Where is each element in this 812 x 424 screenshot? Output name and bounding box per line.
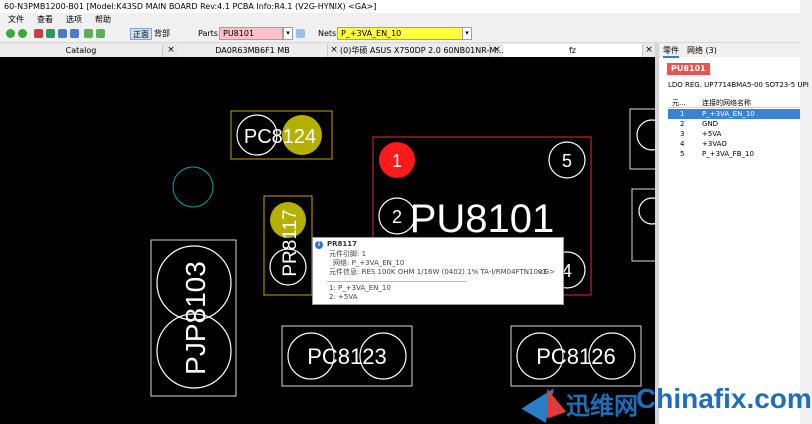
zoom-fit-icon[interactable] [46, 29, 55, 38]
component-pr8117[interactable]: PR8117 [263, 195, 313, 296]
tooltip-pin2: 2: +5VA [329, 293, 358, 301]
close-icon[interactable]: × [493, 45, 501, 55]
nets-label: Nets: [318, 29, 339, 38]
menu-view[interactable]: 查看 [37, 14, 53, 24]
parts-dropdown[interactable]: ▾ [283, 27, 293, 40]
top-side-button[interactable]: 正面 [130, 28, 152, 40]
document-tabs: Catalog × DA0R63MB6F1 MB × (0)华硕 ASUS X7… [0, 43, 655, 57]
row-net: P_+3VA_EN_10 [702, 110, 755, 118]
tab-catalog[interactable]: Catalog [0, 44, 163, 57]
component-label-pjp8103: PJP8103 [180, 261, 211, 375]
board-view: PC8124 PR8117 1 5 2 4 PU8101 [150, 108, 668, 397]
row-pin: 1 [680, 110, 685, 118]
menu-bar: 文件 查看 选项 帮助 [0, 13, 800, 25]
tooltip-tag: <G> [537, 268, 555, 276]
component-label-pu8101: PU8101 [410, 197, 555, 241]
zoom-in-icon[interactable] [58, 29, 67, 38]
component-pc8123[interactable]: PC8123 [281, 325, 413, 387]
row-net: +5VA [702, 130, 722, 138]
clear-parts-icon[interactable] [296, 29, 305, 38]
toolbar: 正面 背部 Parts: PU8101 ▾ Nets: P_+3VA_EN_10… [0, 25, 800, 43]
menu-help[interactable]: 帮助 [95, 14, 111, 24]
tooltip-pin1: 1: P_+3VA_EN_10 [329, 284, 391, 292]
row-pin: 5 [680, 150, 685, 158]
tab-da0r63mb6f1[interactable]: DA0R63MB6F1 MB [178, 44, 328, 57]
tooltip-info: 元件信息: RES 100K OHM 1/16W (0402) 1% TA-I/… [329, 268, 547, 276]
watermark-en: Chinafix.com [636, 383, 812, 414]
component-pc8126[interactable]: PC8126 [510, 325, 642, 387]
close-icon[interactable]: × [330, 45, 338, 55]
component-pjp8103[interactable]: PJP8103 [150, 239, 237, 397]
table-header: 元... 连接的网络名称 [668, 96, 800, 108]
nets-input[interactable]: P_+3VA_EN_10 [337, 27, 463, 40]
close-icon[interactable]: × [645, 45, 653, 55]
component-label-pr8117: PR8117 [280, 209, 301, 276]
row-net: GND [702, 120, 719, 128]
table-row[interactable]: 3 +5VA [668, 129, 800, 139]
via [172, 166, 214, 208]
part-description: LDO REG. UP7714BMA5-00 SOT23-5 UPI [668, 81, 809, 89]
arrow-right-icon[interactable] [96, 29, 105, 38]
column-pin[interactable]: 元... [672, 99, 686, 107]
zoom-out-icon[interactable] [70, 29, 79, 38]
tab-parts[interactable]: 零件 [663, 45, 679, 58]
part-tooltip: i PR8117 元件引脚: 1 网络: P_+3VA_EN_10 元件信息: … [312, 237, 564, 305]
selected-part-badge: PU8101 [667, 63, 710, 75]
right-panel: 零件 网络 (3) PU8101 LDO REG. UP7714BMA5-00 … [659, 43, 809, 424]
component-pc8124[interactable]: PC8124 [230, 110, 333, 160]
tooltip-title: PR8117 [327, 240, 358, 248]
tooltip-net: 网络: P_+3VA_EN_10 [333, 259, 405, 267]
window-title: 60-N3PMB1200-B01 [Model:K43SD MAIN BOARD… [0, 0, 800, 13]
bottom-side-button[interactable]: 背部 [154, 29, 170, 38]
pin-4-label: 4 [562, 261, 572, 281]
component-label-pc8124: PC8124 [244, 126, 316, 148]
board-canvas[interactable]: PC8124 PR8117 1 5 2 4 PU8101 [0, 57, 668, 424]
row-pin: 3 [680, 130, 685, 138]
component-label-pc8126: PC8126 [536, 344, 616, 369]
row-pin: 4 [680, 140, 685, 148]
close-icon[interactable]: × [167, 45, 175, 55]
table-row[interactable]: 4 +3VAO [668, 139, 800, 149]
pin-2-label: 2 [392, 207, 402, 227]
tooltip-pin: 元件引脚: 1 [329, 250, 367, 258]
parts-input[interactable]: PU8101 [219, 27, 283, 40]
tab-asus-x750dp[interactable]: (0)华硕 ASUS X750DP 2.0 60NB01NR-M... [340, 44, 504, 57]
row-net: +3VAO [702, 140, 727, 148]
menu-file[interactable]: 文件 [8, 14, 24, 24]
tooltip-divider [327, 281, 467, 282]
component-pu8101[interactable]: 1 5 2 4 PU8101 [372, 136, 592, 296]
column-net[interactable]: 连接的网络名称 [702, 99, 751, 107]
pin-1-label: 1 [392, 151, 402, 171]
table-row[interactable]: 5 P_+3VA_FB_10 [668, 149, 800, 159]
arrow-left-icon[interactable] [84, 29, 93, 38]
right-panel-tabs: 零件 网络 (3) [659, 43, 800, 58]
watermark-cn: 迅维网 [566, 392, 638, 420]
row-net: P_+3VA_FB_10 [702, 150, 754, 158]
back-icon[interactable] [6, 29, 15, 38]
menu-options[interactable]: 选项 [66, 14, 82, 24]
tab-fz[interactable]: fz [503, 44, 643, 57]
panel-splitter[interactable] [655, 43, 659, 424]
forward-icon[interactable] [18, 29, 27, 38]
parts-label: Parts: [198, 29, 221, 38]
table-row[interactable]: 2 GND [668, 119, 800, 129]
component-label-pc8123: PC8123 [307, 344, 387, 369]
watermark: 迅维网 Chinafix.com [520, 379, 812, 424]
pin-5-label: 5 [562, 151, 572, 171]
info-icon: i [315, 241, 323, 249]
row-pin: 2 [680, 120, 685, 128]
table-row[interactable]: 1 P_+3VA_EN_10 [668, 109, 800, 119]
zoom-area-icon[interactable] [34, 29, 43, 38]
nets-dropdown[interactable]: ▾ [462, 27, 472, 40]
tab-nets[interactable]: 网络 (3) [687, 46, 717, 55]
